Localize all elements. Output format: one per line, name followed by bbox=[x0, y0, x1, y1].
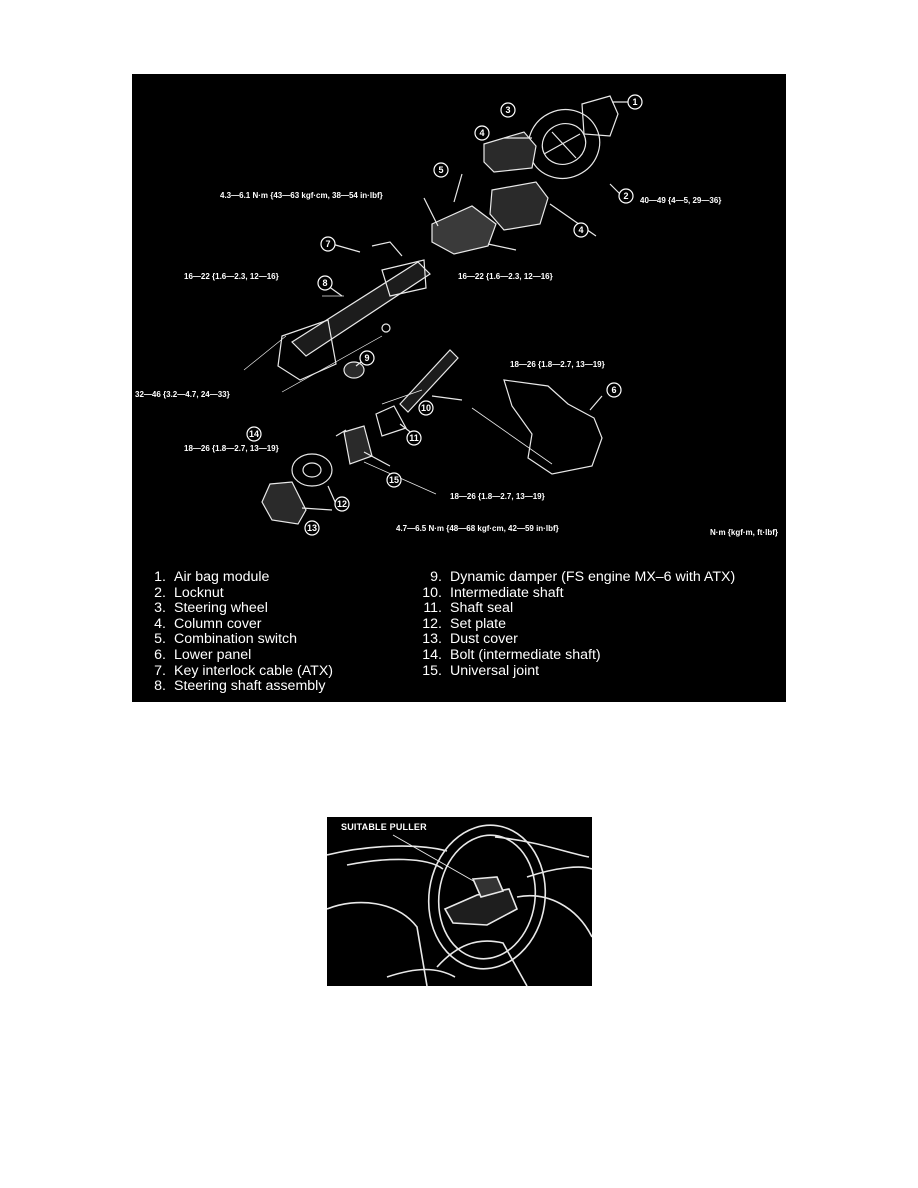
combination-switch-drawing bbox=[431, 205, 497, 255]
torque-callout-universal-joint: 18—26 {1.8—2.7, 13—19} bbox=[450, 492, 545, 501]
air-bag-module-drawing bbox=[581, 95, 619, 137]
column-cover-upper-drawing bbox=[483, 131, 537, 173]
legend-left-column: 1.Air bag module 2.Locknut 3.Steering wh… bbox=[146, 569, 334, 695]
torque-callout-switch-screw: 4.3—6.1 N·m {43—63 kgf·cm, 38—54 in·lbf} bbox=[220, 191, 383, 200]
part-number-4a: 4 bbox=[479, 128, 484, 138]
torque-callout-shaft-bracket-left: 16—22 {1.6—2.3, 12—16} bbox=[184, 272, 279, 281]
torque-callout-intermediate-bolt: 18—26 {1.8—2.7, 13—19} bbox=[184, 444, 279, 453]
part-number-7: 7 bbox=[325, 239, 330, 249]
legend-item: 3.Steering wheel bbox=[154, 600, 268, 617]
torque-callout-shaft-bracket-right: 16—22 {1.6—2.3, 12—16} bbox=[458, 272, 553, 281]
diagram-drawing: 1 2 3 4 4 5 6 7 8 9 10 11 12 13 14 15 bbox=[243, 94, 643, 536]
legend-item: 12.Set plate bbox=[422, 615, 507, 632]
steering-column-exploded-diagram: 1 2 3 4 4 5 6 7 8 9 10 11 12 13 14 15 4.… bbox=[132, 74, 786, 702]
shaft-seal-drawing bbox=[375, 405, 407, 437]
part-number-4b: 4 bbox=[578, 225, 583, 235]
legend-right-column: 9.Dynamic damper (FS engine MX–6 with AT… bbox=[422, 569, 736, 679]
part-number-8: 8 bbox=[322, 278, 327, 288]
legend-item: 13.Dust cover bbox=[422, 631, 518, 648]
part-number-3: 3 bbox=[505, 105, 510, 115]
suitable-puller-label: SUITABLE PULLER bbox=[341, 822, 427, 832]
legend-item: 9.Dynamic damper (FS engine MX–6 with AT… bbox=[430, 569, 736, 585]
part-number-11: 11 bbox=[409, 433, 419, 443]
legend-item: 10.Intermediate shaft bbox=[422, 584, 564, 601]
dynamic-damper-drawing bbox=[343, 361, 365, 379]
puller-drawing bbox=[327, 824, 592, 986]
key-interlock-cable-drawing bbox=[371, 241, 403, 257]
legend-item: 8.Steering shaft assembly bbox=[154, 678, 326, 695]
legend-item: 2.Locknut bbox=[154, 584, 224, 601]
torque-callout-shaft-nut: 32—46 {3.2—4.7, 24—33} bbox=[135, 390, 230, 399]
torque-callout-set-plate: 4.7—6.5 N·m {48—68 kgf·cm, 42—59 in·lbf} bbox=[396, 524, 559, 533]
steering-wheel-puller-illustration: SUITABLE PULLER bbox=[327, 817, 592, 986]
steering-shaft-assembly-drawing bbox=[291, 261, 431, 357]
part-number-6: 6 bbox=[611, 385, 616, 395]
part-number-1: 1 bbox=[632, 97, 637, 107]
legend-item: 5.Combination switch bbox=[154, 631, 298, 648]
intermediate-shaft-drawing bbox=[399, 349, 459, 413]
legend-item: 15.Universal joint bbox=[422, 662, 540, 679]
part-number-15: 15 bbox=[389, 475, 399, 485]
steering-wheel-rim-drawing bbox=[427, 824, 547, 970]
torque-callout-lower-panel: 18—26 {1.8—2.7, 13—19} bbox=[510, 360, 605, 369]
part-number-12: 12 bbox=[337, 499, 347, 509]
lower-panel-drawing bbox=[503, 379, 603, 475]
column-cover-lower-drawing bbox=[489, 181, 549, 231]
legend-item: 11.Shaft seal bbox=[423, 600, 514, 617]
part-number-5: 5 bbox=[438, 165, 443, 175]
legend-item: 6.Lower panel bbox=[154, 646, 252, 663]
set-plate-drawing bbox=[291, 453, 333, 487]
torque-units-note: N·m {kgf·m, ft·lbf} bbox=[710, 528, 778, 537]
legend-item: 1.Air bag module bbox=[154, 569, 270, 585]
universal-joint-drawing bbox=[343, 425, 373, 465]
part-number-13: 13 bbox=[307, 523, 317, 533]
legend-item: 14.Bolt (intermediate shaft) bbox=[422, 646, 601, 663]
part-number-9: 9 bbox=[364, 353, 369, 363]
legend-item: 4.Column cover bbox=[154, 615, 262, 632]
legend-item: 7.Key interlock cable (ATX) bbox=[154, 662, 334, 679]
dust-cover-drawing bbox=[261, 481, 307, 525]
torque-callout-locknut: 40—49 {4—5, 29—36} bbox=[640, 196, 722, 205]
part-number-labels: 1 2 3 4 4 5 6 7 8 9 10 11 12 13 14 15 bbox=[249, 97, 638, 533]
part-number-2: 2 bbox=[623, 191, 628, 201]
part-number-10: 10 bbox=[421, 403, 431, 413]
part-number-14: 14 bbox=[249, 429, 259, 439]
